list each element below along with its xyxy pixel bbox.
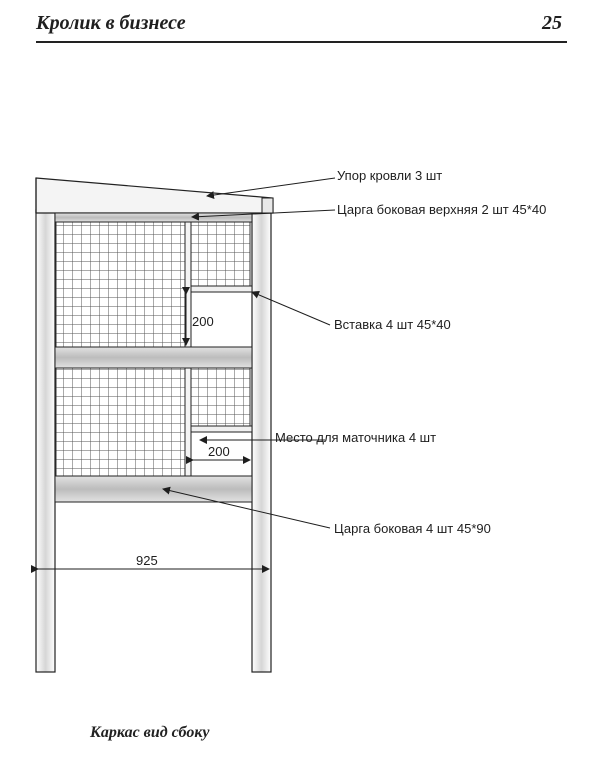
leader-side-rail <box>162 486 331 529</box>
upper-side-rail <box>54 212 253 223</box>
leader-insert <box>251 291 331 326</box>
dim-label-nest-width: 200 <box>208 444 230 459</box>
callout-side-rail: Царга боковая 4 шт 45*90 <box>334 521 491 536</box>
figure-caption: Каркас вид сбоку <box>90 724 210 741</box>
insert-bar-lower <box>190 425 253 433</box>
mesh-panel-upper-right <box>190 221 251 287</box>
roof-stop-right-cap <box>261 197 274 214</box>
middle-side-rail <box>54 346 253 369</box>
mesh-panel-lower-left <box>55 367 186 477</box>
running-header-title: Кролик в бизнесе <box>36 12 186 34</box>
bottom-side-rail <box>54 475 253 503</box>
leader-roof-stop <box>206 177 336 199</box>
dim-label-insert-height: 200 <box>192 314 214 329</box>
mesh-panel-upper-left <box>55 221 186 348</box>
callout-nest-place: Место для маточника 4 шт <box>275 430 436 445</box>
header-rule <box>36 41 567 43</box>
callout-roof-stop: Упор кровли 3 шт <box>337 168 442 183</box>
page-number: 25 <box>542 12 562 34</box>
right-post <box>251 209 272 673</box>
roof-stop-beam <box>35 177 274 214</box>
dim-label-total-width: 925 <box>136 553 158 568</box>
leader-upper-side-rail <box>191 209 336 221</box>
left-post <box>35 209 56 673</box>
mesh-panel-lower-right <box>190 367 251 427</box>
callout-upper-side-rail: Царга боковая верхняя 2 шт 45*40 <box>337 202 546 217</box>
callout-insert: Вставка 4 шт 45*40 <box>334 317 451 332</box>
insert-bar-upper <box>190 285 253 293</box>
